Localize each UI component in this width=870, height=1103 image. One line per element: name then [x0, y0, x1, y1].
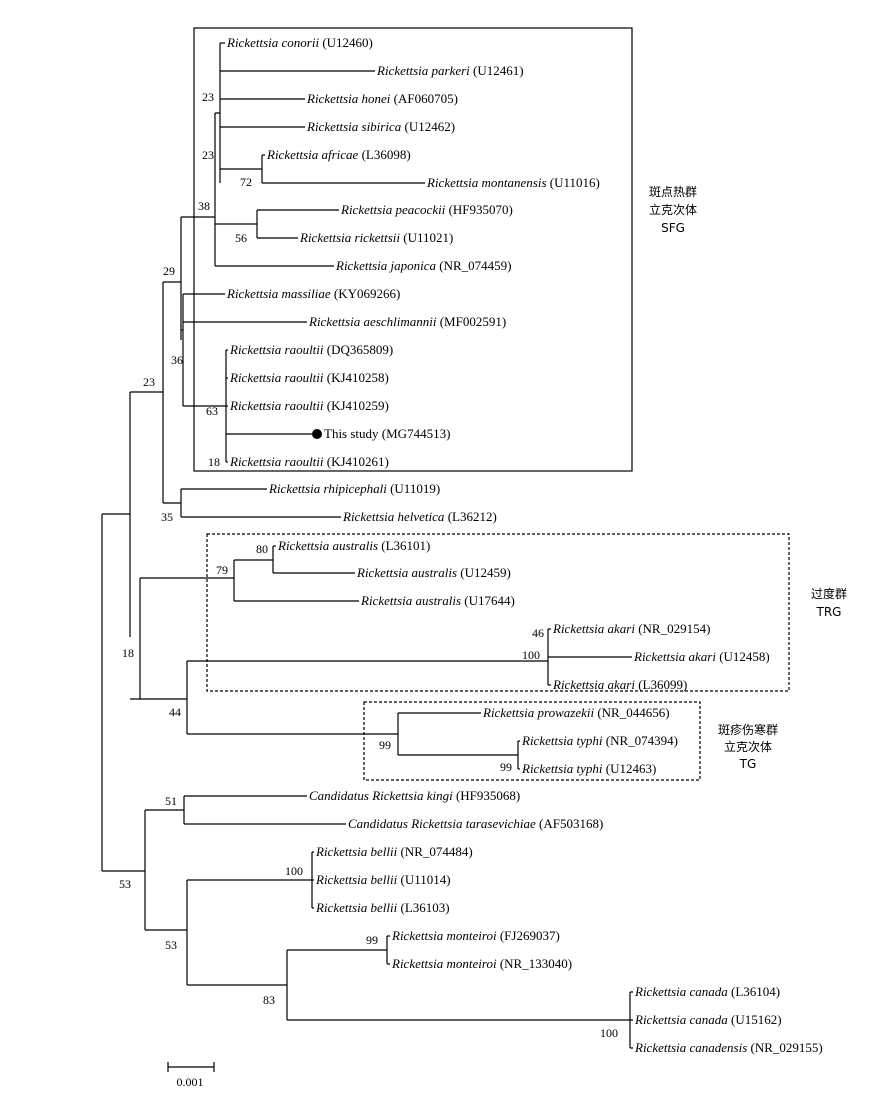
taxon-label: Rickettsia australis (U17644) [360, 593, 515, 608]
taxon-label: Rickettsia monteiroi (NR_133040) [391, 956, 572, 971]
bootstrap-value: 80 [256, 542, 268, 556]
taxon-label: Rickettsia bellii (U11014) [315, 872, 451, 887]
bootstrap-value: 29 [163, 264, 175, 278]
bootstrap-value: 44 [169, 705, 181, 719]
sfg-group-label: 斑点热群 立克次体 SFG [649, 185, 697, 235]
bootstrap-value: 99 [366, 933, 378, 947]
taxon-label: Rickettsia akari (L36099) [552, 677, 687, 692]
bootstrap-value: 38 [198, 199, 210, 213]
taxon-label: Rickettsia sibirica (U12462) [306, 119, 455, 134]
taxon-label: Rickettsia rhipicephali (U11019) [268, 481, 440, 496]
bootstrap-value: 53 [165, 938, 177, 952]
taxon-label: Rickettsia prowazekii (NR_044656) [482, 705, 670, 720]
tree-branches [101, 42, 633, 1049]
bootstrap-value: 56 [235, 231, 247, 245]
taxon-label: Rickettsia conorii (U12460) [226, 35, 373, 50]
bootstrap-value: 99 [500, 760, 512, 774]
taxon-label: Rickettsia akari (NR_029154) [552, 621, 710, 636]
taxon-label-this-study: This study (MG744513) [324, 426, 450, 441]
tg-label-line2: 立克次体 [724, 739, 772, 754]
taxon-label: Rickettsia parkeri (U12461) [376, 63, 524, 78]
sfg-group-box [193, 27, 633, 472]
taxon-label: Rickettsia australis (U12459) [356, 565, 511, 580]
taxon-label: Rickettsia montanensis (U11016) [426, 175, 600, 190]
bootstrap-value: 79 [216, 563, 228, 577]
taxon-label: Rickettsia peacockii (HF935070) [340, 202, 513, 217]
taxon-label: Rickettsia australis (L36101) [277, 538, 430, 553]
bootstrap-value: 63 [206, 404, 218, 418]
bootstrap-value: 35 [161, 510, 173, 524]
taxon-label: Rickettsia raoultii (KJ410261) [229, 454, 389, 469]
taxon-label: Rickettsia typhi (U12463) [521, 761, 656, 776]
taxon-label: Rickettsia raoultii (KJ410258) [229, 370, 389, 385]
tg-label-line1: 斑疹伤寒群 [718, 722, 778, 737]
taxon-label: Rickettsia japonica (NR_074459) [335, 258, 511, 273]
bootstrap-value: 46 [532, 626, 544, 640]
scale-bar-label: 0.001 [177, 1075, 204, 1089]
bootstrap-value: 100 [600, 1026, 618, 1040]
tg-label-line3: TG [739, 757, 757, 771]
sfg-label-line1: 斑点热群 [649, 185, 697, 199]
trg-group-box [206, 533, 790, 692]
bootstrap-value: 18 [122, 646, 134, 660]
taxon-label: Rickettsia helvetica (L36212) [342, 509, 497, 524]
taxon-label: Rickettsia bellii (NR_074484) [315, 844, 473, 859]
bootstrap-value: 83 [263, 993, 275, 1007]
taxon-labels: Rickettsia conorii (U12460) Rickettsia p… [226, 35, 823, 1055]
bootstrap-value: 23 [202, 148, 214, 162]
bootstrap-value: 53 [119, 877, 131, 891]
taxon-label: Rickettsia raoultii (KJ410259) [229, 398, 389, 413]
bootstrap-value: 23 [202, 90, 214, 104]
taxon-label: Rickettsia massiliae (KY069266) [226, 286, 400, 301]
taxon-label: Rickettsia akari (U12458) [633, 649, 770, 664]
bootstrap-value: 23 [143, 375, 155, 389]
tg-group-label: 斑疹伤寒群 立克次体 TG [718, 722, 778, 771]
bootstrap-value: 36 [171, 353, 183, 367]
bootstrap-value: 51 [165, 794, 177, 808]
bootstrap-value: 99 [379, 738, 391, 752]
sfg-label-line3: SFG [661, 221, 685, 235]
taxon-label: Rickettsia canada (L36104) [634, 984, 780, 999]
taxon-label: Rickettsia monteiroi (FJ269037) [391, 928, 560, 943]
bootstrap-values: 23 23 72 38 56 29 36 63 18 23 35 80 79 4… [119, 90, 618, 1040]
taxon-label: Rickettsia typhi (NR_074394) [521, 733, 678, 748]
scale-bar: 0.001 [167, 1062, 215, 1089]
taxon-label: Rickettsia canadensis (NR_029155) [634, 1040, 823, 1055]
this-study-marker-icon [312, 429, 322, 439]
bootstrap-value: 18 [208, 455, 220, 469]
tg-group-box [363, 701, 701, 781]
taxon-label: Rickettsia aeschlimannii (MF002591) [308, 314, 506, 329]
taxon-label: Candidatus Rickettsia tarasevichiae (AF5… [348, 816, 603, 831]
trg-group-label: 过度群 TRG [811, 586, 847, 619]
bootstrap-value: 100 [285, 864, 303, 878]
bootstrap-value: 72 [240, 175, 252, 189]
trg-label-line1: 过度群 [811, 586, 847, 601]
taxon-label: Rickettsia raoultii (DQ365809) [229, 342, 393, 357]
taxon-label: Rickettsia canada (U15162) [634, 1012, 782, 1027]
taxon-label: Rickettsia africae (L36098) [266, 147, 411, 162]
taxon-label: Rickettsia bellii (L36103) [315, 900, 450, 915]
bootstrap-value: 100 [522, 648, 540, 662]
sfg-label-line2: 立克次体 [649, 202, 697, 217]
taxon-label: Candidatus Rickettsia kingi (HF935068) [309, 788, 520, 803]
taxon-label: Rickettsia honei (AF060705) [306, 91, 458, 106]
taxon-label: Rickettsia rickettsii (U11021) [299, 230, 453, 245]
trg-label-line2: TRG [816, 605, 842, 619]
